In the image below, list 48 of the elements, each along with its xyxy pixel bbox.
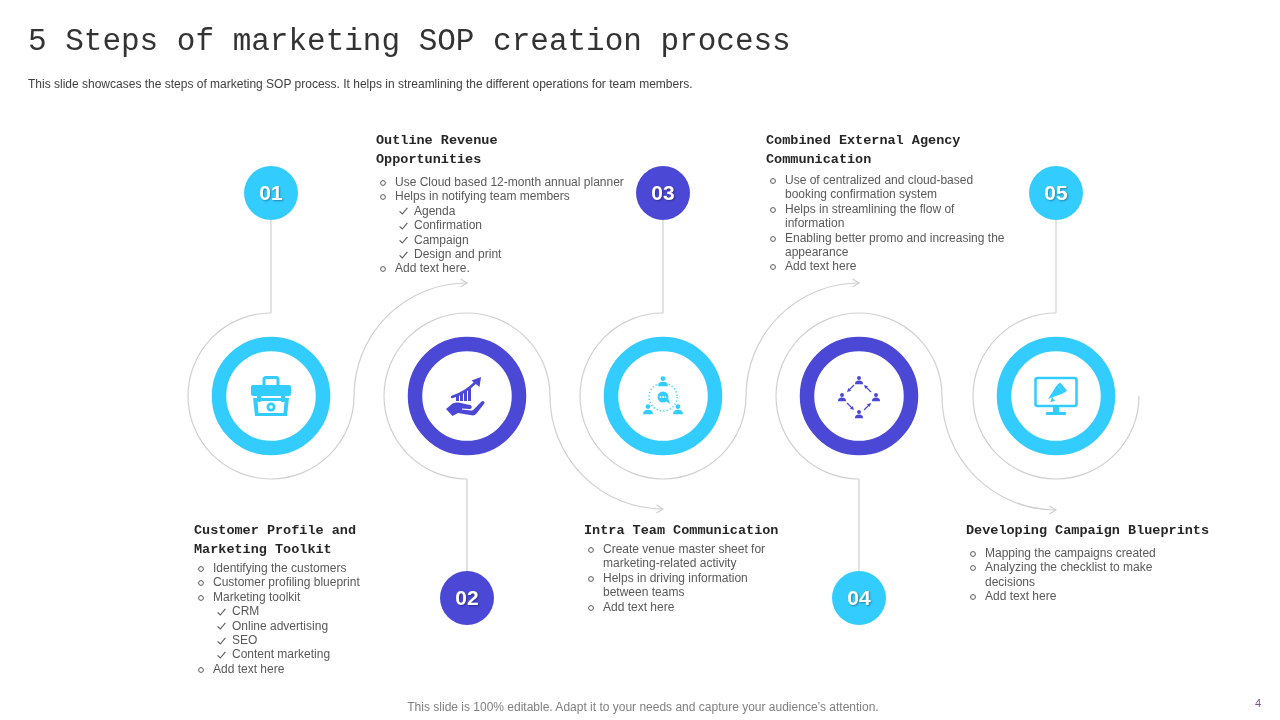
step-heading: Outline Revenue Opportunities (376, 132, 499, 169)
list-item-text: Add text here (985, 589, 1058, 604)
list-item-text: Add text here (213, 661, 286, 677)
list-item-text: CRM (232, 604, 261, 619)
list-item-text: Mapping the campaigns created (985, 546, 1157, 561)
step-heading: Combined External Agency Communication (766, 132, 962, 169)
list-item-text: Use of centralized and cloud-based booking confirmation system (785, 173, 975, 202)
connector-arrow (745, 278, 860, 397)
step-ring (383, 312, 551, 480)
step-number-badge: 03 (636, 166, 690, 220)
step-heading: Customer Profile and Marketing Toolkit (194, 522, 358, 559)
list-item-text: Add text here (785, 259, 858, 274)
list-item-text: Content marketing (232, 647, 332, 662)
page-number: 4 (1255, 696, 1262, 710)
title: 5 Steps of marketing SOP creation process (28, 23, 791, 61)
list-item-text: Enabling better promo and increasing the appearance (785, 230, 1006, 260)
subtitle-text: This slide showcases the steps of marketing SOP process. It helps in streamlining the different operations for team members. (28, 76, 693, 92)
step-number-badge: 02 (440, 571, 494, 625)
list-item-text: Helps in notifying team members (395, 189, 571, 204)
step-number-badge: 05 (1029, 166, 1083, 220)
step-number-badge: 04 (832, 571, 886, 625)
list-item-text: Helps in streamlining the flow of information (785, 201, 956, 231)
list-item-text: Campaign (414, 232, 470, 248)
list-item-text: Design and print (414, 247, 503, 262)
list-item-text: Add text here. (395, 261, 471, 276)
list-item-text: Confirmation (414, 218, 484, 233)
list-item-text: Identifying the customers (213, 561, 348, 576)
list-item-text: Analyzing the checklist to make decisions (985, 560, 1154, 590)
step-ring (775, 312, 943, 480)
connector-arrow (941, 395, 1057, 515)
list-item-text: Helps in driving information between teams (603, 570, 749, 600)
list-item-text: SEO (232, 633, 259, 648)
list-item-text: Add text here (603, 599, 676, 615)
footer-note: This slide is 100% editable. Adapt it to your needs and capture your audience’s attention. (407, 699, 879, 715)
connector-arrow (353, 278, 468, 397)
step-ring (187, 312, 355, 480)
list-item-text: Use Cloud based 12-month annual planner (395, 175, 625, 190)
connector-arrow (549, 395, 664, 514)
step-ring (972, 312, 1140, 480)
step-ring (579, 312, 747, 480)
list-item-text: Agenda (414, 203, 457, 219)
step-heading: Intra Team Communication (584, 522, 780, 540)
step-heading: Developing Campaign Blueprints (966, 522, 1211, 540)
list-item-text: Marketing toolkit (213, 589, 302, 605)
list-item-text: Customer profiling blueprint (213, 575, 361, 590)
list-item-text: Online advertising (232, 618, 330, 634)
step-number-badge: 01 (244, 166, 298, 220)
list-item-text: Create venue master sheet for marketing-related activity (603, 542, 767, 571)
